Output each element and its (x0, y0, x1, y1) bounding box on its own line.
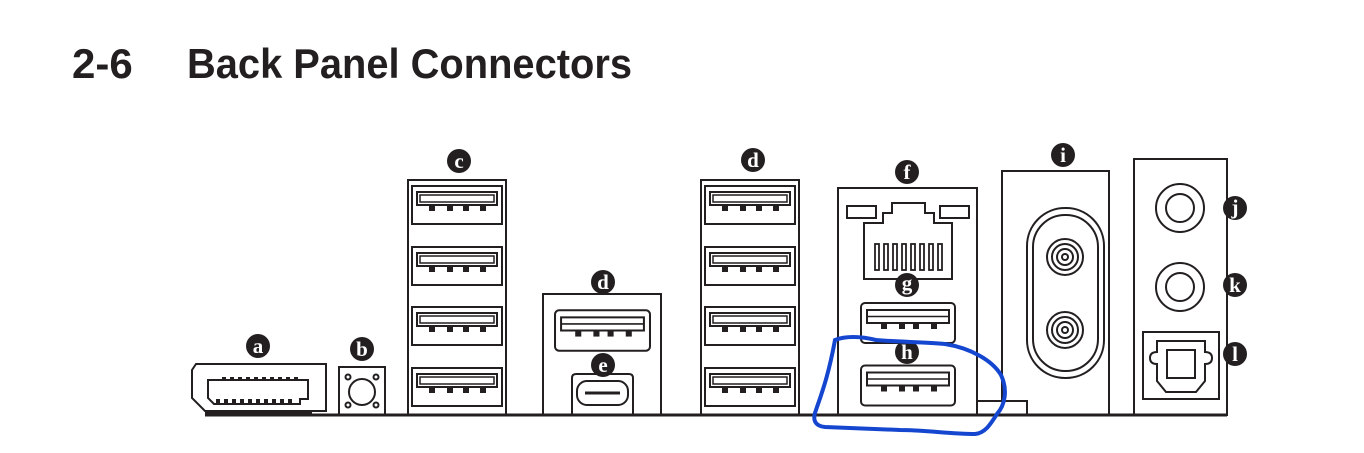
callout-j: j (1223, 195, 1247, 220)
svg-text:h: h (901, 340, 913, 364)
clear-cmos-button (338, 366, 386, 416)
callout-h: h (895, 340, 919, 364)
callout-l: l (1223, 342, 1247, 366)
callout-c: c (447, 149, 471, 173)
usb-stack-d (700, 179, 800, 416)
callout-i: i (1051, 143, 1075, 167)
callout-a: a (246, 334, 270, 358)
lan-usb-block (837, 187, 978, 416)
svg-text:c: c (454, 149, 463, 173)
svg-text:l: l (1232, 342, 1238, 366)
svg-text:k: k (1229, 273, 1241, 297)
highlight-scribble (812, 335, 1007, 437)
displayport-connector (191, 363, 327, 416)
audio-block (1133, 158, 1228, 416)
callout-f: f (895, 160, 919, 184)
page-title: Back Panel Connectors (187, 40, 632, 87)
svg-text:a: a (253, 334, 264, 358)
svg-text:f: f (904, 160, 912, 184)
callout-k: k (1223, 273, 1247, 297)
callout-b: b (350, 337, 374, 361)
svg-text:i: i (1060, 143, 1066, 167)
svg-text:d: d (747, 148, 759, 172)
callout-d-right: d (741, 148, 765, 172)
usb-stack-c (407, 179, 507, 416)
svg-text:e: e (598, 353, 607, 377)
antenna-connector-block (977, 170, 1110, 415)
svg-text:j: j (1231, 195, 1239, 219)
callout-e: e (591, 353, 615, 377)
section-number: 2-6 (72, 40, 133, 87)
callout-d-middle: d (591, 270, 615, 294)
svg-text:g: g (902, 271, 913, 295)
callout-g: g (895, 271, 919, 297)
svg-text:b: b (356, 337, 368, 361)
svg-text:d: d (597, 270, 609, 294)
